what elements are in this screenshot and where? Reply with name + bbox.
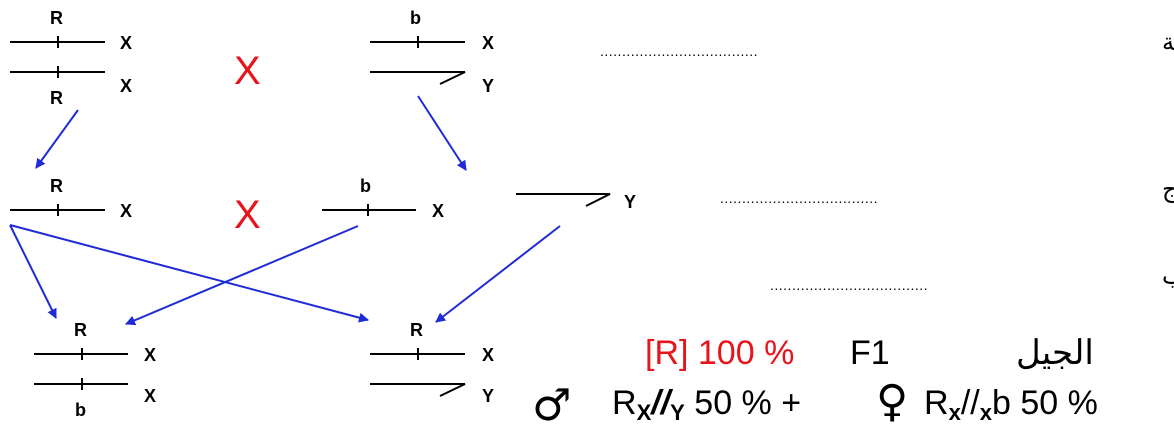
chromosome-label: X	[144, 386, 156, 406]
subscript: x	[949, 400, 962, 425]
chromosome-label: X	[482, 345, 494, 365]
arrow	[9, 224, 57, 319]
chromosome-label: X	[432, 201, 444, 221]
allele-label: R	[74, 320, 87, 340]
row-label-gametes: الأمشاج	[1162, 174, 1174, 203]
subscript: x	[980, 400, 993, 425]
chromosome-label: X	[120, 76, 132, 96]
gamete-x-b: b X	[322, 176, 444, 221]
subscript: X	[637, 400, 652, 425]
offspring-female: R X X b	[34, 320, 156, 420]
row-label-fertilization: الإخصاب	[1162, 262, 1174, 290]
chromosome-label: Y	[482, 386, 494, 406]
arrow	[435, 225, 561, 323]
female-allele: R	[924, 384, 949, 422]
chromosome-label: X	[144, 345, 156, 365]
fill-dots: ....................................	[720, 190, 878, 206]
parent-male: b X Y	[370, 8, 494, 96]
male-symbol-icon: ♂	[532, 380, 571, 428]
generation-label: الجيل	[1016, 334, 1094, 372]
chromosome-label: Y	[482, 76, 494, 96]
chromosome-y	[370, 383, 466, 397]
cross-symbol: X	[234, 49, 261, 93]
chromosome-y	[370, 71, 466, 85]
slashes: //	[649, 384, 673, 422]
allele-label: b	[360, 176, 371, 196]
female-percentage: b 50 %	[992, 384, 1098, 422]
fill-dots: ....................................	[770, 277, 928, 293]
arrow	[35, 109, 79, 169]
male-percentage: 50 % +	[685, 384, 801, 422]
chromosome-y	[516, 193, 611, 207]
allele-label: R	[50, 88, 63, 108]
male-allele: R	[612, 384, 637, 422]
chromosome-label: Y	[624, 192, 636, 212]
chromosome-label: X	[120, 201, 132, 221]
allele-label: b	[410, 8, 421, 28]
row-label-genotypes: الأنماط الوراثية	[1162, 27, 1174, 56]
female-symbol-icon: ♀	[876, 376, 908, 427]
slashes: //	[961, 384, 980, 422]
arrow	[9, 224, 369, 323]
gamete-y: Y	[516, 192, 636, 212]
parent-female: R X X R	[10, 8, 132, 108]
allele-label: R	[410, 320, 423, 340]
phenotype-result: [R] 100 %	[645, 334, 794, 372]
subscript: Y	[670, 400, 685, 425]
female-genotype: Rx//xb 50 %	[924, 384, 1098, 425]
chromosome-label: X	[482, 33, 494, 53]
allele-label: b	[75, 400, 86, 420]
allele-label: R	[50, 176, 63, 196]
fill-dots: ....................................	[600, 43, 758, 59]
male-genotype: RX//Y 50 % +	[612, 384, 801, 425]
allele-label: R	[50, 8, 63, 28]
offspring-male: R X Y	[370, 320, 494, 406]
chromosome-label: X	[120, 33, 132, 53]
cross-symbol: X	[234, 193, 261, 237]
gamete-x-R: R X	[10, 176, 132, 221]
arrow	[417, 95, 467, 171]
generation: F1	[850, 334, 890, 372]
arrow	[125, 225, 359, 326]
